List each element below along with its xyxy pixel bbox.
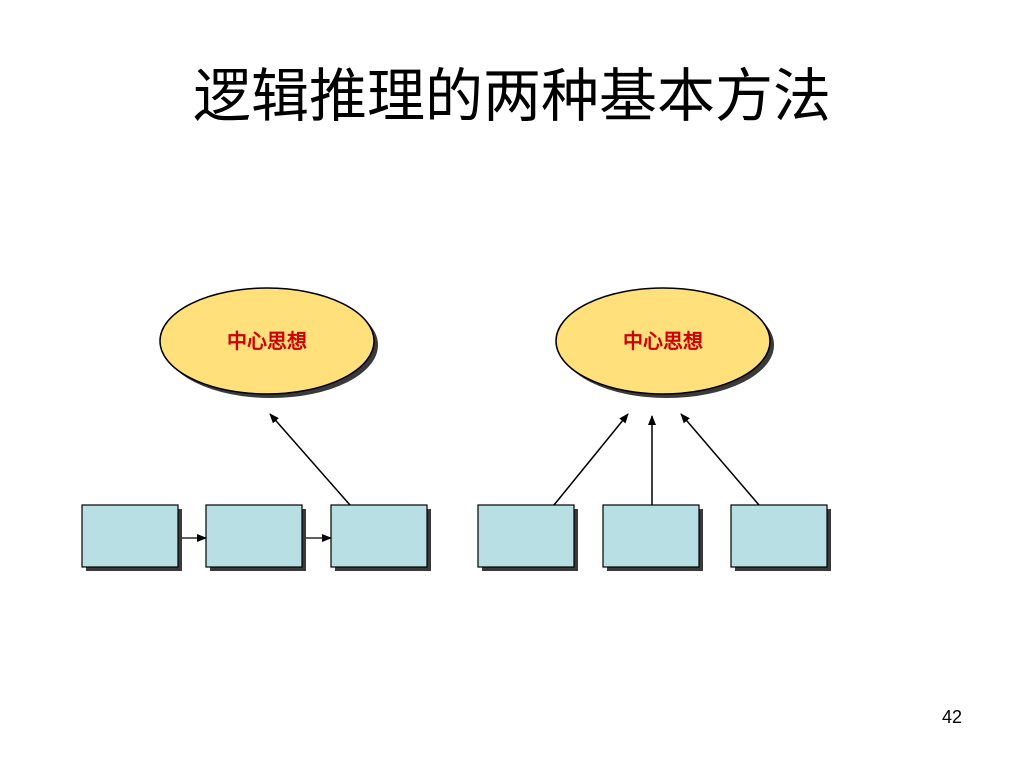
box-shape	[81, 504, 179, 568]
inductive-box-1	[477, 504, 578, 571]
box-shape	[730, 504, 828, 568]
central-idea-ellipse: 中心思想	[159, 287, 378, 398]
box-shape	[602, 504, 700, 568]
box-shape	[205, 504, 303, 568]
page-number: 42	[941, 707, 962, 727]
slide-title: 逻辑推理的两种基本方法	[192, 62, 831, 130]
central-idea-ellipse: 中心思想	[555, 287, 774, 398]
central-idea-label: 中心思想	[623, 329, 703, 353]
diagram-inductive: 中心思想	[477, 287, 831, 571]
box-shape	[477, 504, 575, 568]
conclusion-arrow	[269, 413, 351, 506]
inductive-box-3	[730, 504, 831, 571]
deductive-box-3	[330, 504, 431, 571]
central-idea-label: 中心思想	[227, 329, 307, 353]
support-arrow-3	[680, 413, 760, 506]
inductive-box-2	[602, 504, 703, 571]
box-shape	[330, 504, 428, 568]
deductive-box-1	[81, 504, 182, 571]
support-arrow-1	[553, 413, 629, 506]
deductive-box-2	[205, 504, 306, 571]
ellipse-shape	[555, 287, 771, 395]
diagram-deductive: 中心思想	[81, 287, 431, 571]
ellipse-shape	[159, 287, 375, 395]
